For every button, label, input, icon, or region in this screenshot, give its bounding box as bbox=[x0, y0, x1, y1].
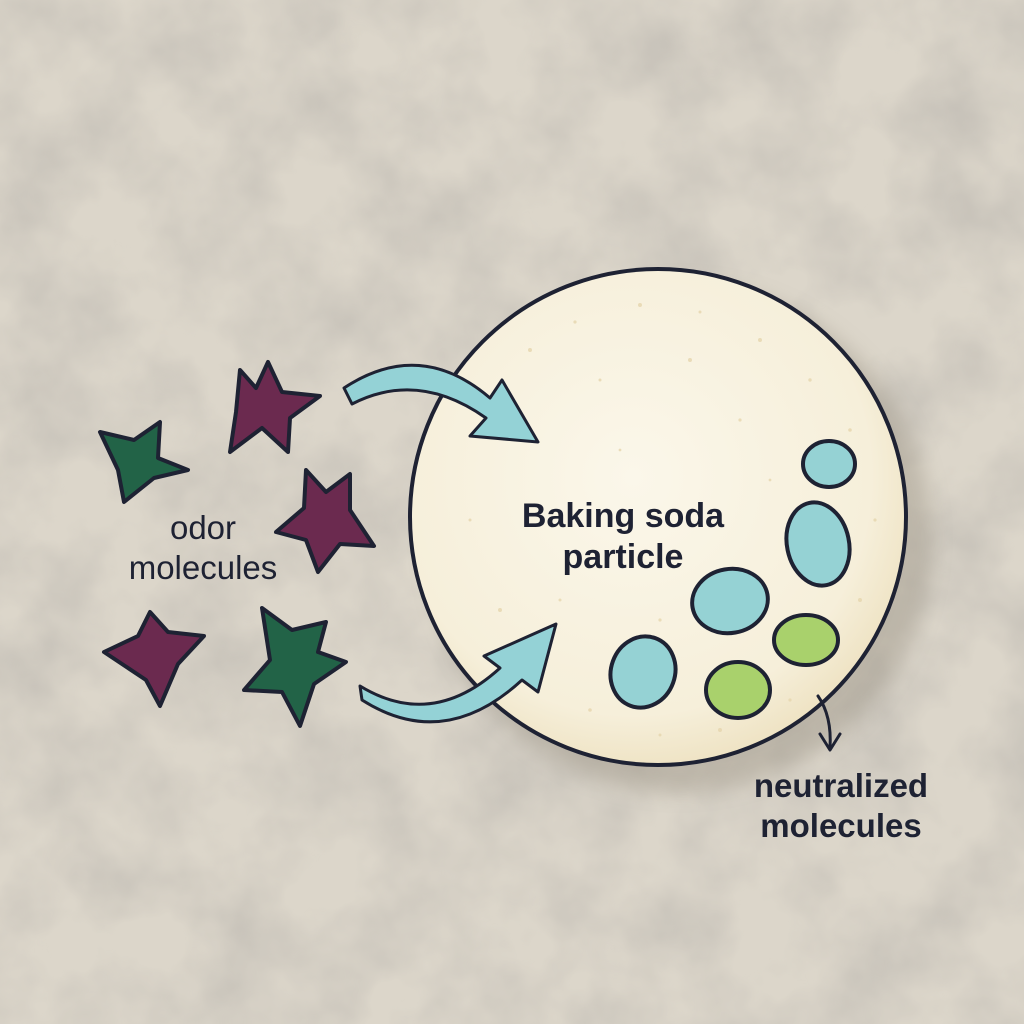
particle-label-line-2: particle bbox=[562, 538, 684, 577]
odor-molecule bbox=[242, 606, 348, 728]
neutralized-molecule bbox=[801, 439, 857, 489]
baking-soda-label: Baking soda particle bbox=[458, 496, 788, 579]
neutralized-molecules-label: neutralized molecules bbox=[706, 766, 976, 847]
neutralized-molecule bbox=[704, 660, 772, 720]
odor-molecule bbox=[102, 610, 206, 708]
odor-molecule bbox=[98, 420, 190, 504]
neutralized-molecule bbox=[784, 500, 852, 588]
particle-speckles bbox=[468, 303, 877, 737]
neutralized-label-line-2: molecules bbox=[760, 807, 922, 845]
neutralized-pointer bbox=[816, 694, 842, 752]
odor-molecule bbox=[228, 360, 322, 454]
odor-label-line-2: molecules bbox=[128, 549, 278, 587]
odor-label-line-1: odor bbox=[169, 509, 237, 546]
neutralized-molecule bbox=[690, 566, 770, 636]
odor-molecules-label: odor molecules bbox=[88, 508, 318, 589]
arrow-top bbox=[342, 363, 540, 444]
neutralized-molecules bbox=[608, 439, 857, 720]
odor-molecule bbox=[274, 468, 376, 574]
neutralized-molecule bbox=[608, 634, 678, 710]
neutralized-label-line-1: neutralized bbox=[753, 767, 929, 804]
arrow-bottom bbox=[358, 622, 558, 724]
odor-molecules bbox=[98, 360, 376, 728]
neutralized-molecule bbox=[772, 613, 840, 667]
particle-label-line-1: Baking soda bbox=[521, 497, 725, 535]
